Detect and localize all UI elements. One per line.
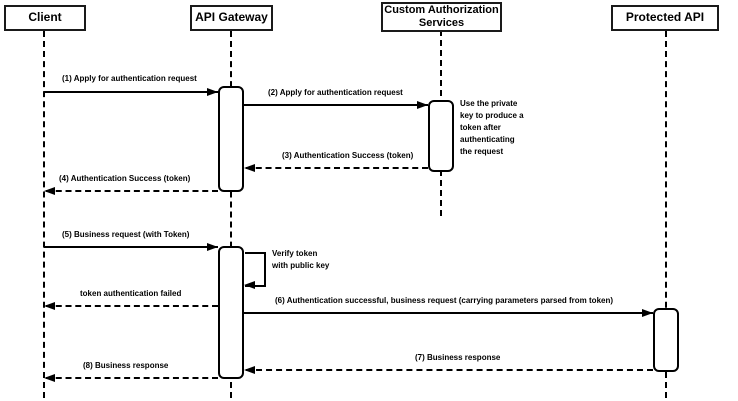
message-1-label: (1) Apply for authentication request — [62, 74, 197, 83]
message-2-arrowhead-icon — [417, 101, 428, 109]
message-5-label: (5) Business request (with Token) — [62, 230, 190, 239]
message-7-label: (7) Business response — [415, 353, 501, 362]
message-1-line — [44, 91, 218, 93]
actor-api-gateway-label: API Gateway — [195, 10, 268, 25]
message-token-failed-arrowhead-icon — [44, 302, 55, 310]
actor-api-gateway: API Gateway — [190, 5, 273, 31]
note-private-key: Use the private key to produce a token a… — [460, 98, 552, 158]
actor-protected-api: Protected API — [611, 5, 719, 31]
actor-client-label: Client — [28, 10, 62, 25]
activation-api-gateway-auth — [218, 86, 244, 192]
activation-api-gateway-business — [218, 246, 244, 379]
note-line: Use the private — [460, 99, 518, 108]
message-7-line — [246, 369, 653, 371]
message-8-label: (8) Business response — [83, 361, 169, 370]
message-3-label: (3) Authentication Success (token) — [282, 151, 414, 160]
self-message-arrowhead-icon — [244, 281, 255, 289]
note-line: key to produce a — [460, 111, 524, 120]
activation-custom-authorization-services — [428, 100, 454, 172]
activation-protected-api — [653, 308, 679, 372]
message-4-label: (4) Authentication Success (token) — [59, 174, 191, 183]
actor-custom-authorization-services-label: Custom Authorization Services — [384, 4, 499, 29]
self-message-label-line1: Verify token — [272, 249, 318, 258]
message-5-line — [44, 246, 218, 248]
message-7-arrowhead-icon — [244, 366, 255, 374]
message-4-line — [46, 190, 218, 192]
message-8-line — [46, 377, 218, 379]
note-line: authenticating — [460, 135, 515, 144]
message-token-failed-line — [46, 305, 218, 307]
lifeline-api-gateway — [230, 31, 232, 398]
lifeline-client — [43, 31, 45, 398]
message-2-line — [244, 104, 428, 106]
actor-protected-api-label: Protected API — [625, 10, 705, 25]
self-message-label-line2: with public key — [272, 261, 330, 270]
message-4-arrowhead-icon — [44, 187, 55, 195]
self-message-verify-token-loop — [245, 252, 266, 287]
message-8-arrowhead-icon — [44, 374, 55, 382]
lifeline-protected-api — [665, 31, 667, 398]
actor-client: Client — [4, 5, 86, 31]
message-2-label: (2) Apply for authentication request — [268, 88, 403, 97]
message-6-arrowhead-icon — [642, 309, 653, 317]
message-5-arrowhead-icon — [207, 243, 218, 251]
note-line: the request — [460, 147, 504, 156]
message-6-line — [244, 312, 653, 314]
message-6-label: (6) Authentication successful, business … — [275, 296, 614, 305]
actor-custom-authorization-services: Custom Authorization Services — [381, 2, 502, 32]
note-line: token after — [460, 123, 501, 132]
message-3-line — [246, 167, 428, 169]
message-token-failed-label: token authentication failed — [80, 289, 182, 298]
message-3-arrowhead-icon — [244, 164, 255, 172]
message-1-arrowhead-icon — [207, 88, 218, 96]
